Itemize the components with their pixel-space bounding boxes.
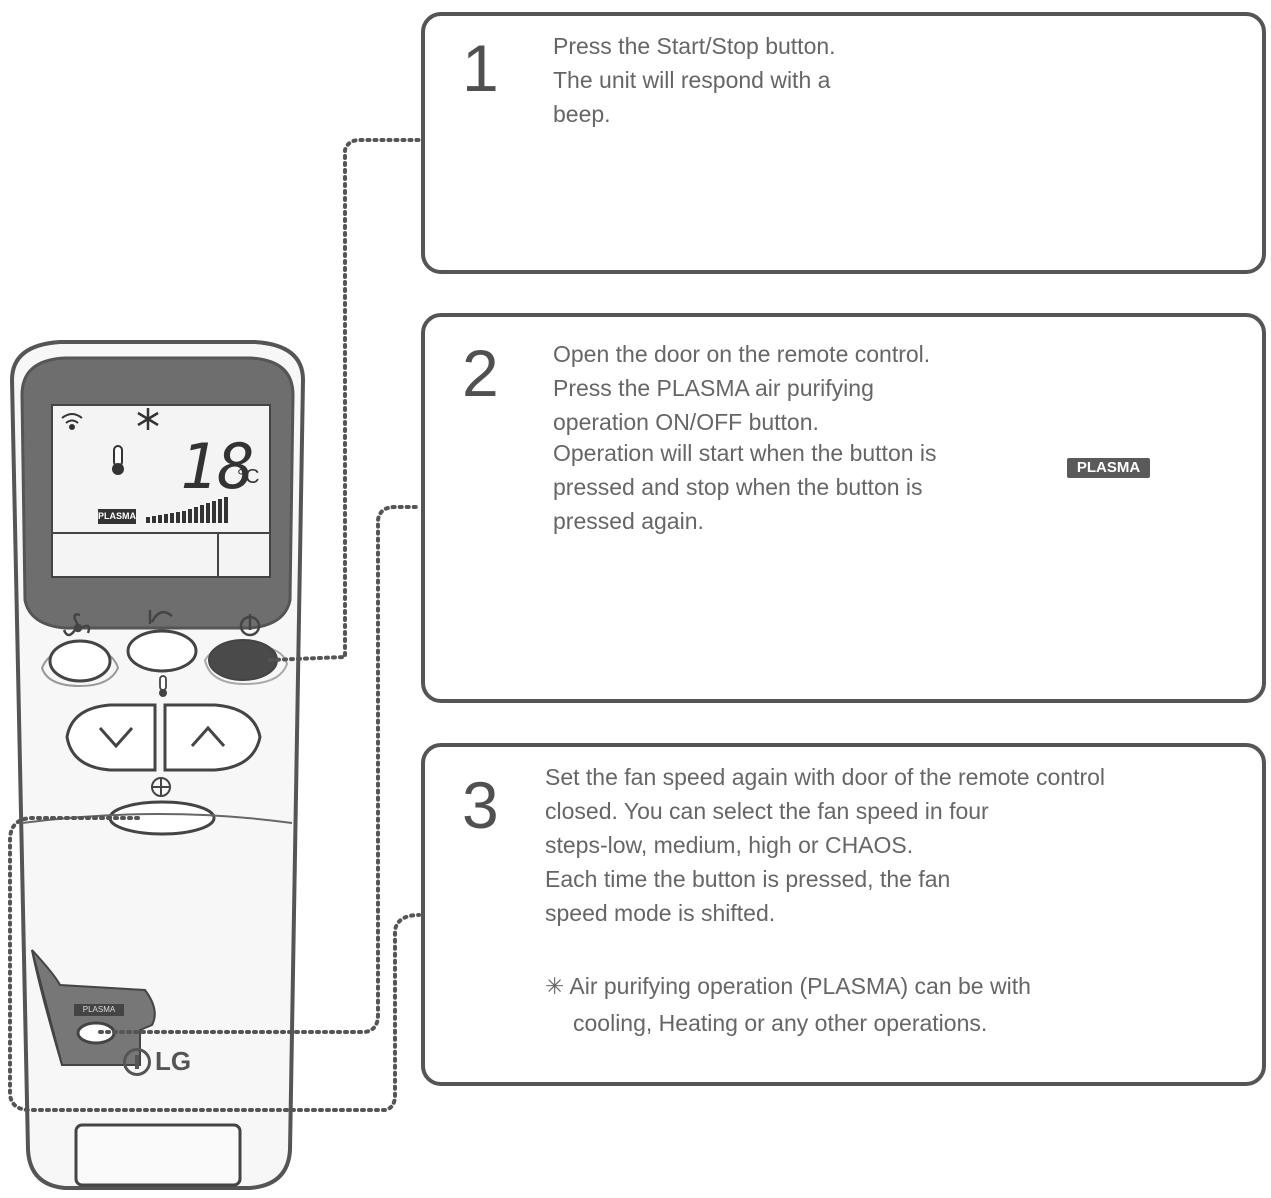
step-1-panel [421,12,1266,274]
plasma-button-label: PLASMA [1067,458,1150,478]
brand-name: LG [155,1046,192,1076]
step-2-panel [421,313,1266,703]
step-3-line: steps-low, medium, high or CHAOS. [545,832,914,858]
step-2-line: pressed and stop when the button is [553,474,923,500]
step-2-line: Open the door on the remote control. [553,341,931,367]
start-stop-button[interactable] [208,639,278,681]
swing-button[interactable] [126,629,198,673]
lcd-temperature: 18 [180,430,255,503]
fan-speed-bars [146,497,228,523]
snowflake-icon [137,408,159,430]
thermometer-icon [112,445,124,475]
temp-up-button[interactable] [163,703,262,772]
step-3-line: closed. You can select the fan speed in … [545,798,989,824]
step-2-text-b: Operation will start when the button is … [553,436,937,538]
step-3-line: Each time the button is pressed, the fan [545,866,951,892]
step-1-line: Press the Start/Stop button. [553,33,836,59]
chevron-up-icon [190,725,226,747]
fan-icon [151,777,171,797]
step-2-number: 2 [462,336,499,410]
step-1-line: beep. [553,101,611,127]
thermometer-icon [159,675,167,697]
step-3-text: Set the fan speed again with door of the… [545,760,1105,930]
step-3-note: ✳ Air purifying operation (PLASMA) can b… [545,968,1031,1042]
fan-icon [62,613,91,637]
step-2-text-a: Open the door on the remote control. Pre… [553,337,930,439]
step-3-note-line: cooling, Heating or any other operations… [573,1010,988,1036]
step-2-line: Operation will start when the button is [553,440,937,466]
step-1-line: The unit will respond with a [553,67,831,93]
swing-icon [148,610,173,624]
signal-icon [61,413,83,430]
fan-button[interactable] [48,639,112,683]
step-1-number: 1 [462,31,499,105]
chevron-down-icon [98,727,134,749]
temp-down-button[interactable] [65,703,157,772]
step-2-line: pressed again. [553,508,704,534]
step-3-line: speed mode is shifted. [545,900,776,926]
lcd-unit: °C [237,466,260,488]
step-3-note-line: ✳ Air purifying operation (PLASMA) can b… [545,973,1031,999]
lcd-display [51,404,271,578]
connector-lines [8,138,421,1112]
power-icon [239,614,261,637]
step-2-line: Press the PLASMA air purifying [553,375,874,401]
step-3-panel [421,743,1266,1086]
step-3-line: Set the fan speed again with door of the… [545,764,1106,790]
door-plasma-label: PLASMA [74,1004,124,1016]
brand-logo: LG [123,1046,191,1077]
lcd-plasma-indicator: PLASMA [98,509,136,524]
lg-mark-icon [123,1047,151,1076]
remote-control [9,340,306,1190]
step-3-number: 3 [462,768,499,842]
step-1-text: Press the Start/Stop button. The unit wi… [553,29,836,131]
step-2-line: operation ON/OFF button. [553,409,819,435]
